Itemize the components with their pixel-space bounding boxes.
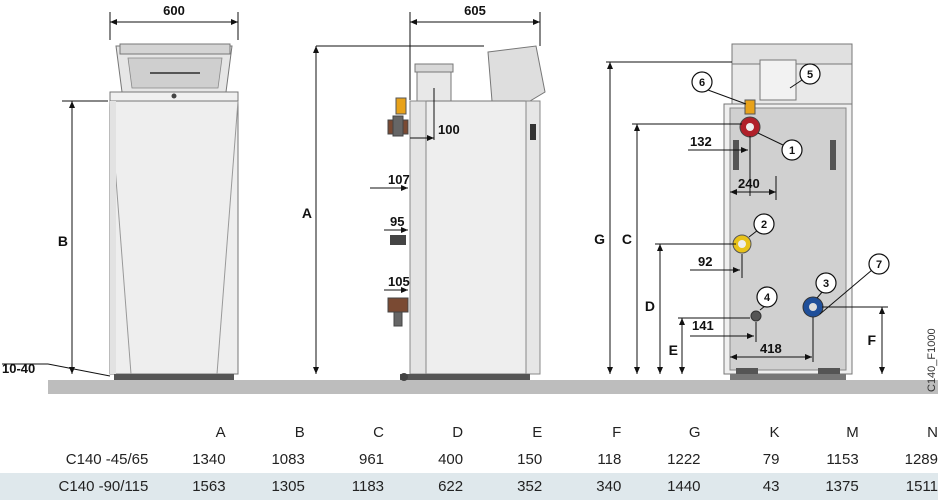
back-view [723, 43, 853, 380]
label-c: C [622, 231, 632, 247]
dim-side-95: 95 [390, 214, 404, 229]
callout-3: 3 [823, 278, 829, 290]
dim-side-100: 100 [438, 122, 460, 137]
dim-feet: 10-40 [2, 361, 35, 376]
dimensions-table: A B C D E F G K M N C140 -45/65 1340 1083 961 400 150 11… [0, 418, 938, 500]
table-header-cell: N [927, 423, 938, 441]
table-cell: 961 [358, 451, 385, 468]
callout-7: 7 [876, 259, 882, 271]
dim-back-240: 240 [738, 176, 760, 191]
table-cell: 1183 [304, 473, 385, 500]
floor [48, 380, 938, 394]
reference-code: C140_F1000 [926, 328, 938, 392]
table-cell: 622 [384, 473, 464, 500]
table-cell: 118 [597, 451, 622, 468]
back-dimensions: G C D E F 132 240 92 141 418 [594, 61, 888, 374]
table-cell: 1222 [667, 451, 701, 468]
label-g: G [594, 231, 605, 247]
table-cell: 340 [542, 473, 622, 500]
label-b: B [58, 233, 68, 249]
table-cell: 43 [700, 473, 780, 500]
table-cell: 1305 [225, 473, 305, 500]
dim-side-107: 107 [388, 172, 410, 187]
table-header-cell: M [846, 423, 859, 441]
table-header-cell: E [532, 423, 543, 441]
dim-back-418: 418 [760, 341, 782, 356]
table-cell: 1375 [779, 473, 859, 500]
label-d: D [645, 298, 655, 314]
dim-back-92: 92 [698, 254, 712, 269]
side-dimensions: 605 A 100 107 95 105 [302, 3, 541, 374]
model-cell: C140 -90/115 [0, 473, 149, 500]
dim-front-width: 600 [163, 3, 185, 18]
dim-side-105: 105 [388, 274, 410, 289]
table-cell: 352 [463, 473, 543, 500]
table-header-cell: D [452, 423, 464, 441]
dim-back-141: 141 [692, 318, 714, 333]
table-header-cell: G [688, 423, 701, 441]
table-header-cell: C [373, 423, 385, 441]
dim-back-132: 132 [690, 134, 712, 149]
table-cell: 1440 [621, 473, 701, 500]
boiler-dimension-drawing: 600 B 10-40 605 [2, 3, 938, 394]
callout-2: 2 [761, 219, 767, 231]
label-f: F [867, 332, 876, 348]
callout-6: 6 [699, 77, 705, 89]
connection-4 [750, 310, 762, 322]
table-cell: 79 [762, 451, 780, 468]
table-header-cell: K [769, 423, 780, 441]
table-cell: 150 [517, 451, 543, 468]
callout-5: 5 [807, 69, 813, 81]
model-cell: C140 -45/65 [65, 451, 149, 468]
front-dimensions: 600 B 10-40 [2, 3, 239, 377]
table-row: C140 -45/65 1340 1083 961 400 150 118 1222 79 115… [0, 446, 938, 473]
dim-side-depth: 605 [464, 3, 486, 18]
table-header-cell: B [294, 423, 305, 441]
side-view [387, 45, 546, 381]
label-a: A [302, 205, 312, 221]
callout-1: 1 [789, 145, 795, 157]
table-cell: 1563 [148, 473, 226, 500]
table-cell: 1153 [826, 451, 859, 468]
table-header-cell: A [215, 423, 226, 441]
table-cell: 1511 [858, 473, 938, 500]
table-cell: 1083 [271, 451, 305, 468]
front-view [109, 43, 239, 380]
table-header-cell [0, 418, 148, 446]
callouts: 1 2 3 4 5 6 7 [691, 63, 890, 315]
label-e: E [669, 342, 678, 358]
callout-4: 4 [764, 292, 771, 304]
table-cell: 1289 [904, 451, 938, 468]
table-cell: 1340 [192, 451, 226, 468]
table-cell: 400 [438, 451, 464, 468]
table-header-cell: F [612, 423, 622, 441]
